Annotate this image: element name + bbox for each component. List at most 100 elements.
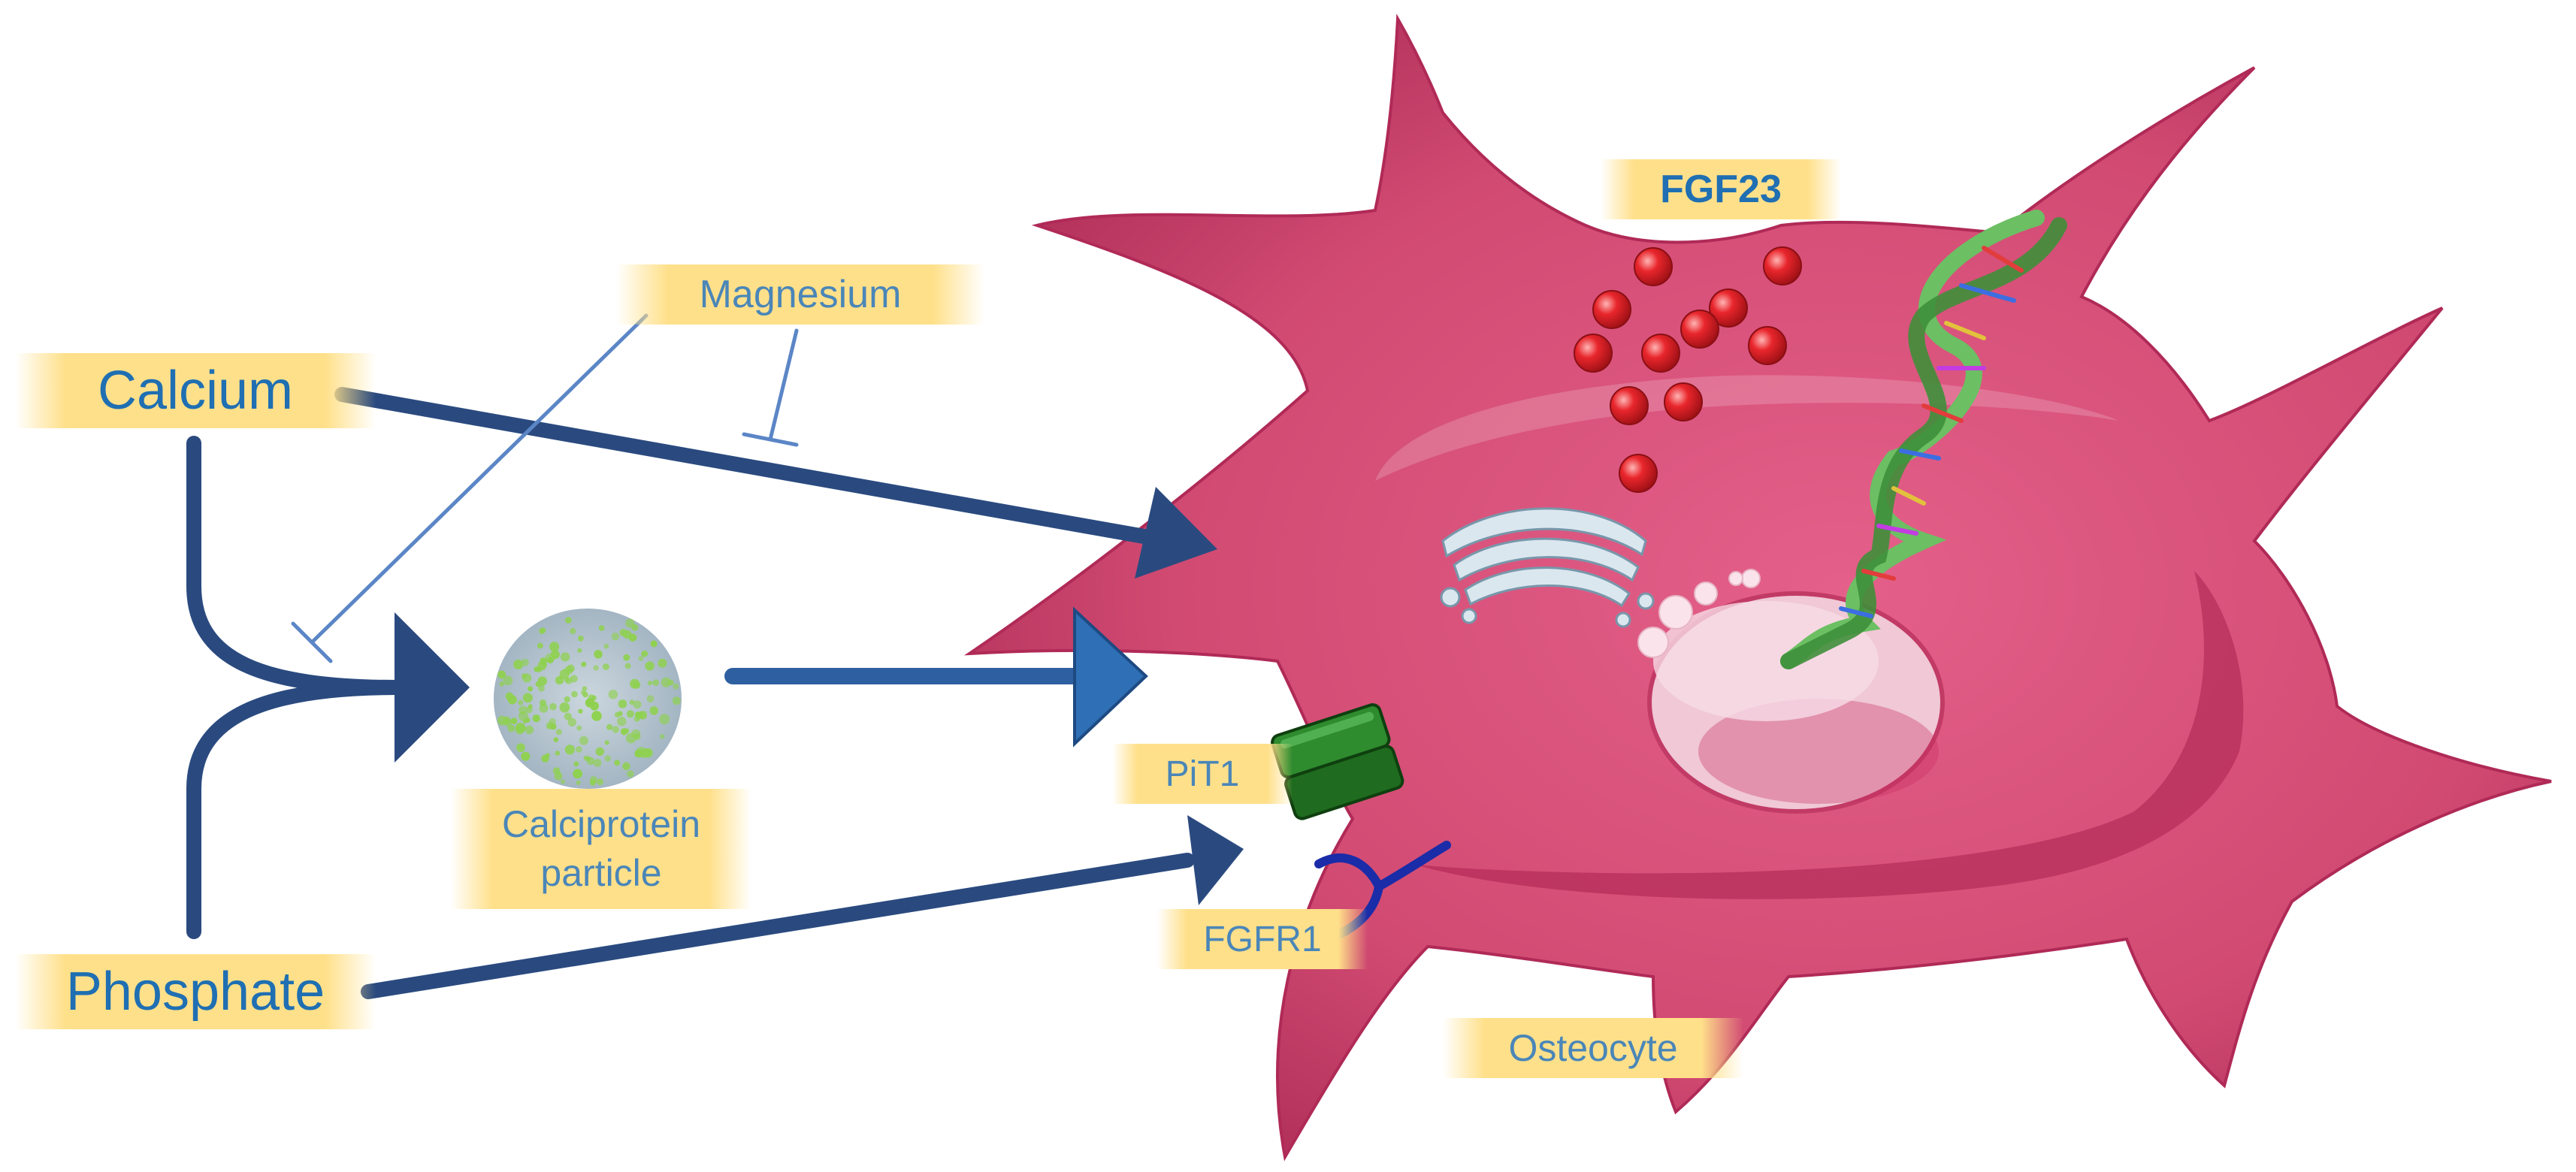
calciprotein-granule [525,725,534,735]
osteocyte-text: Osteocyte [1508,1027,1678,1069]
fgfr1-text: FGFR1 [1203,919,1322,959]
calciprotein-granule [595,747,604,757]
pit1-label: PiT1 [1112,744,1293,804]
calciprotein-granule [649,706,659,715]
calciprotein-granule [608,690,618,699]
calciprotein-granule [549,642,560,652]
calciprotein-granule [606,723,613,730]
calciprotein-particle-icon [494,609,682,789]
calciprotein-granule [516,743,525,752]
inhibition-bar-calcium [742,432,799,447]
calciprotein-granule [658,658,667,668]
calciprotein-granule [541,754,549,763]
calciprotein-granule [579,736,588,745]
phosphate-label: Phosphate [15,954,376,1029]
calciprotein-granule [631,729,641,739]
calciprotein-granule [538,628,545,634]
calciprotein-granule [581,661,587,667]
inhibition-line-calciprotein [310,313,649,645]
arrow-calcium-branch [186,436,406,695]
arrowhead-calcium-to-cell [1135,487,1217,578]
calciprotein-granule [594,650,603,659]
magnesium-inhibition [291,313,799,663]
calciprotein-granule [646,695,655,702]
calciprotein-granule [528,686,534,692]
calciprotein-granule [532,714,540,723]
calcium-text: Calcium [97,361,294,421]
calciprotein-granule [560,779,566,784]
calciprotein-granule [611,633,620,641]
nucleus-shadow [1698,699,1939,804]
calciprotein-granule [521,658,529,666]
calciprotein-granule [673,683,679,690]
calciprotein-granule [555,751,561,756]
calciprotein-granule [504,720,512,727]
calciprotein-granule [545,653,555,663]
calciprotein-granule [633,700,642,709]
calciprotein-granule [624,663,631,669]
calciprotein-granule [564,696,570,703]
inhibition-line-calcium [768,328,799,442]
calciprotein-granule [497,670,506,679]
dna-helix-icon [1780,210,2067,669]
calciprotein-granule [629,699,635,705]
calciprotein-granule [555,729,562,736]
calciprotein-granule [603,643,609,649]
magnesium-label: Magnesium [616,264,984,325]
calciprotein-granule [614,760,620,766]
calciprotein-granule [564,745,576,755]
calciprotein-granule [525,706,533,714]
calciprotein-granule [590,779,596,786]
vesicle [1694,581,1718,606]
calciprotein-granule [519,705,528,714]
calciprotein-particle-label: Calciprotein particle [451,789,751,909]
calciprotein-granule [593,665,599,671]
fgf23-molecule-icon [1574,246,1802,493]
arrow-phosphate-branch [186,680,406,939]
calciprotein-granule [638,656,644,661]
calciprotein-text-line1: Calciprotein [501,803,700,845]
calciprotein-granule [582,691,588,698]
calciprotein-granule [505,692,514,701]
calciprotein-granule [559,669,570,680]
calciprotein-granule [564,712,572,720]
calciprotein-granule [534,666,540,672]
arrow-calcium-to-cell [334,387,1169,547]
calciprotein-granule [598,625,605,631]
magnesium-text: Magnesium [699,273,902,316]
calciprotein-granule [576,746,582,753]
vesicle [1637,627,1669,658]
calciprotein-granule [672,696,681,705]
arrowhead-phosphate-to-receptor [1187,815,1244,905]
calciprotein-granule [594,711,599,716]
calciprotein-granule [577,635,584,642]
calciprotein-granule [521,751,531,761]
calciprotein-granule [565,617,572,624]
calciprotein-granule [641,650,649,657]
calciprotein-granule [518,699,524,705]
calciprotein-granule [603,663,609,670]
calciprotein-granule [578,708,583,714]
calciprotein-granule [503,675,513,686]
calciprotein-granule [627,770,634,778]
calciprotein-granule [604,755,612,762]
calciprotein-granule [650,640,658,648]
calciprotein-granule [537,642,543,649]
phosphate-text: Phosphate [65,962,325,1022]
calciprotein-granule [539,703,549,713]
calciprotein-granule [590,701,599,711]
pathway-arrows [186,387,1244,999]
calcium-label: Calcium [15,353,376,428]
calciprotein-granule [618,711,623,717]
calciprotein-granule [622,762,630,771]
calciprotein-text-line2: particle [540,852,662,894]
inhibition-bar-calciprotein [291,621,333,663]
calciprotein-granule [661,677,672,687]
calciprotein-granule [515,725,525,735]
calciprotein-granule [546,721,555,730]
calciprotein-granule [643,748,653,758]
calciprotein-granule [585,756,591,762]
calciprotein-granule [560,652,570,662]
calciprotein-granule [571,690,578,698]
